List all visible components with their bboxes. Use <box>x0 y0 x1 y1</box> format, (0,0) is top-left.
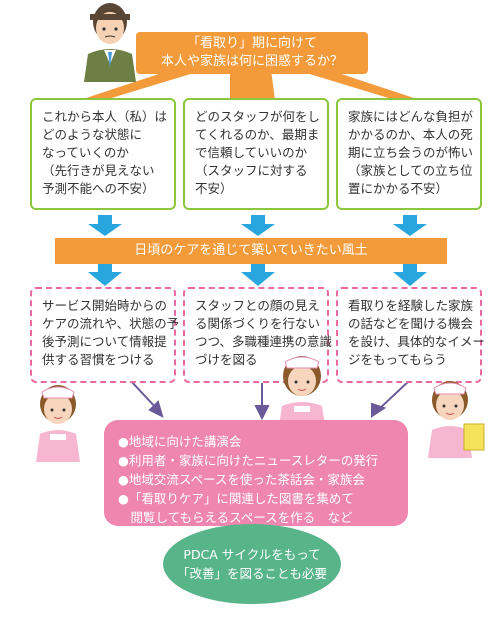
header-box: 「看取り」期に向けて 本人や家族は何に困惑するか？ <box>136 32 368 74</box>
header-line-1: 「看取り」期に向けて <box>186 36 317 51</box>
pdca-line-1: PDCA サイクルをもって <box>183 547 321 562</box>
worry-1-line: なっていくのか <box>42 145 129 160</box>
practice-3-line: を設け、具体的なイメー <box>348 334 485 349</box>
practice-1-line: 後予測について情報提 <box>42 334 167 349</box>
practice-2-line: る関係づくりを行ない <box>195 316 321 331</box>
worry-3-line: 期に立ち会うのが怖い <box>348 145 474 160</box>
worry-3-line: かかるのか、本人の死 <box>348 127 473 142</box>
culture-bar: 日頃のケアを通じて築いていきたい風土 <box>55 238 447 264</box>
worry-2-line: どのスタッフが何をし <box>195 109 321 124</box>
action-item: ●利用者・家族に向けたニュースレターの発行 <box>118 453 379 468</box>
practice-3-line: ジをもってもらう <box>348 352 447 367</box>
worry-2-line: （スタッフに対する <box>195 163 308 178</box>
pdca-line-2: 「改善」を図ることも必要 <box>176 566 327 581</box>
worry-3-line: 置にかかる不安） <box>348 181 449 196</box>
purple-arrows <box>129 379 411 421</box>
worry-1-line: どのような状態に <box>42 127 143 142</box>
action-item: 閲覧してもらえるスペースを作る など <box>118 510 353 525</box>
worry-2-line: てくれるのか、最期ま <box>195 127 320 142</box>
worry-1-line: 予測不能への不安） <box>42 181 155 196</box>
culture-bar-text: 日頃のケアを通じて築いていきたい風土 <box>134 243 368 258</box>
worry-2-line: 不安） <box>195 181 233 196</box>
practice-box-3: 看取りを経験した家族 の話などを聞ける機会 を設け、具体的なイメー ジをもっても… <box>336 287 485 383</box>
practice-box-2: スタッフとの顔の見え る関係づくりを行ない つつ、多職種連携の意識 づけを図る <box>183 287 333 383</box>
worry-1-line: これから本人（私）は <box>42 109 168 124</box>
nurse-left-icon <box>36 385 80 462</box>
worry-3-line: （家族としての立ち位 <box>348 163 473 178</box>
practice-2-line: スタッフとの顔の見え <box>195 298 320 313</box>
practice-3-line: 看取りを経験した家族 <box>348 298 474 313</box>
blue-arrows-top <box>88 215 427 236</box>
worry-3-line: 家族にはどんな負担が <box>348 109 474 124</box>
practice-3-line: の話などを聞ける機会 <box>348 316 474 331</box>
worry-box-1: これから本人（私）は どのような状態に なっていくのか （先行きが見えない 予測… <box>30 98 176 210</box>
header-line-2: 本人や家族は何に困惑するか？ <box>160 54 343 69</box>
action-item: ●地域に向けた講演会 <box>118 434 242 449</box>
practice-1-line: サービス開始時からの <box>42 298 168 313</box>
action-item: ●「看取りケア」に関連した図書を集めて <box>118 491 354 506</box>
action-item: ●地域交流スペースを使った茶話会・家族会 <box>118 472 365 487</box>
worry-2-line: で信頼していいのか <box>195 145 308 160</box>
worry-box-2: どのスタッフが何をし てくれるのか、最期ま で信頼していいのか （スタッフに対す… <box>183 98 329 210</box>
practice-1-line: 供する習慣をつける <box>42 352 155 367</box>
pdca-ellipse: PDCA サイクルをもって 「改善」を図ることも必要 <box>163 524 341 604</box>
worry-box-3: 家族にはどんな負担が かかるのか、本人の死 期に立ち会うのが怖い （家族としての… <box>336 98 482 210</box>
practice-2-line: つつ、多職種連携の意識 <box>195 334 333 349</box>
actions-box: ●地域に向けた講演会 ●利用者・家族に向けたニュースレターの発行 ●地域交流スペ… <box>104 420 408 526</box>
practice-2-line: づけを図る <box>195 352 258 367</box>
blue-arrows-bottom <box>88 262 427 286</box>
practice-1-line: ケアの流れや、状態の予 <box>42 316 180 331</box>
practice-box-1: サービス開始時からの ケアの流れや、状態の予 後予測について情報提 供する習慣を… <box>30 287 180 383</box>
man-avatar-icon <box>84 3 136 82</box>
worry-1-line: （先行きが見えない <box>42 163 155 178</box>
nurse-right-icon <box>428 381 485 458</box>
